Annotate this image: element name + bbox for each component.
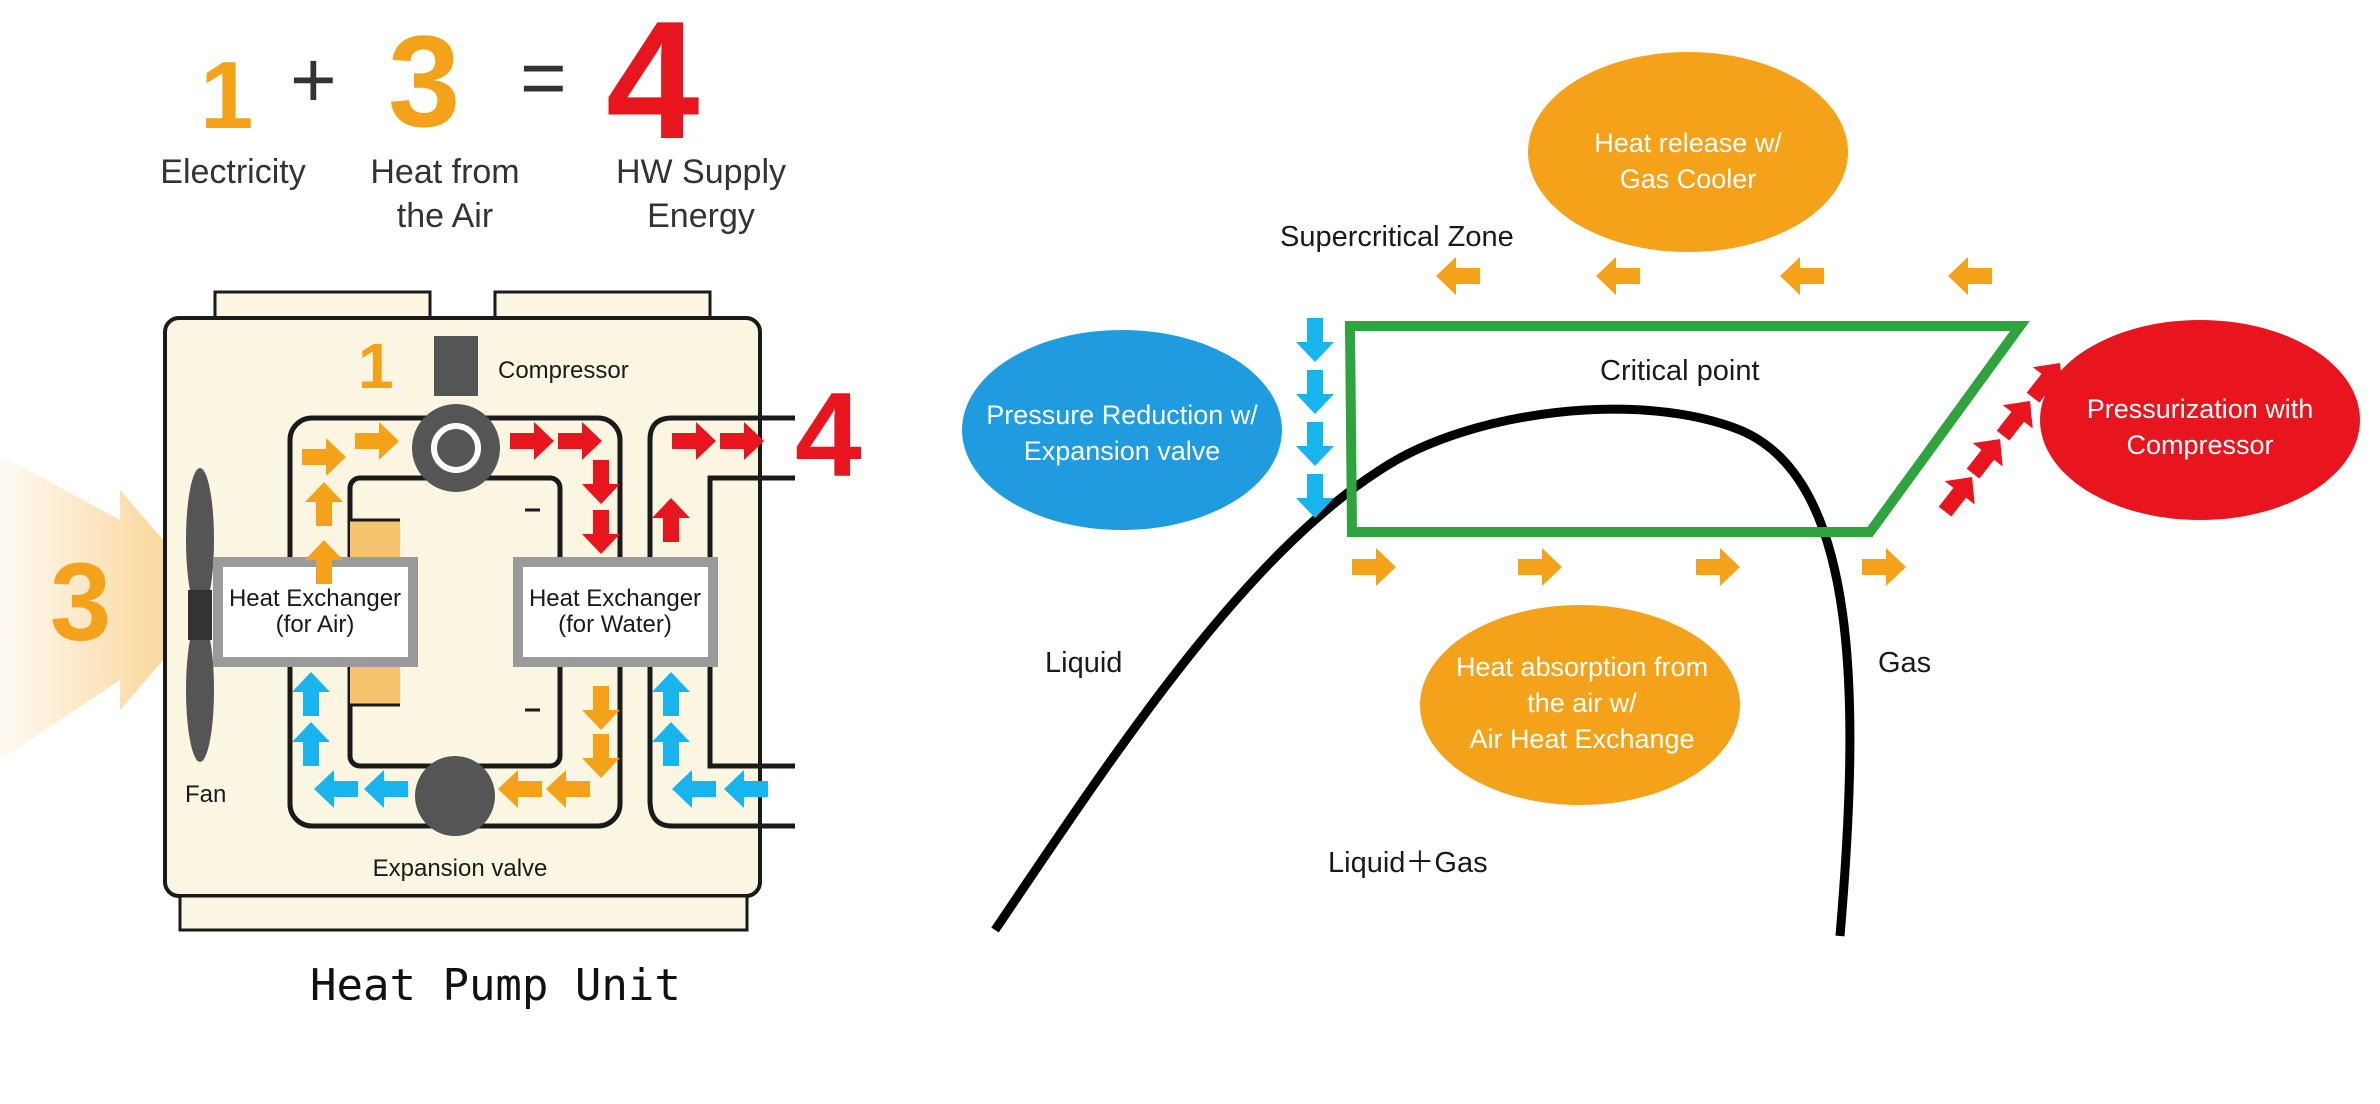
saturation-dome-curve xyxy=(991,404,1855,937)
gas-label: Gas xyxy=(1878,647,1931,679)
air-inflow-shape xyxy=(0,455,215,760)
expansion-valve-icon xyxy=(415,756,495,836)
heat-release-arrows xyxy=(1436,257,1992,295)
hx-air-label-line1: Heat Exchanger xyxy=(229,585,401,612)
unit-base xyxy=(178,894,749,932)
hx-water-box xyxy=(513,557,718,667)
compressor-icon xyxy=(412,404,500,492)
label-heat-from-air: Heat from the Air xyxy=(370,153,520,235)
input-number: 3 xyxy=(50,541,111,664)
critical-point-label: Critical point xyxy=(1600,355,1760,387)
label-hw-supply-energy: HW Supply Energy xyxy=(615,153,787,235)
fan-blade-top xyxy=(186,468,214,612)
pressurization-text-line2: Compressor xyxy=(2126,430,2273,460)
heat-absorption-bubble xyxy=(1420,605,1740,805)
pressure-reduction-arrows xyxy=(1296,318,1334,518)
equation-term-electricity: 1 xyxy=(200,42,254,149)
heat-absorption-arrows xyxy=(1352,548,1906,586)
fan-label: Fan xyxy=(185,781,226,808)
heat-absorption-text-line3: Air Heat Exchange xyxy=(1469,724,1694,754)
equation-term-air-heat: 3 xyxy=(388,8,461,154)
label-electricity: Electricity xyxy=(160,153,306,191)
heat-absorption-text-line1: Heat absorption from xyxy=(1456,652,1708,682)
expansion-valve-label: Expansion valve xyxy=(373,855,548,882)
pressure-reduction-text-line2: Expansion valve xyxy=(1024,436,1221,466)
air-hx-fins-bottom xyxy=(350,665,400,705)
equals-sign: = xyxy=(520,33,567,122)
hx-water-label-line1: Heat Exchanger xyxy=(529,585,701,612)
pressurization-text-line1: Pressurization with xyxy=(2087,394,2314,424)
equation-result-hw-supply: 4 xyxy=(606,0,700,174)
heat-pump-unit: 1 Compressor 4 3 Heat Exchanger (for Air… xyxy=(0,290,862,932)
pressurization-bubble xyxy=(2040,320,2360,520)
compressor-number: 1 xyxy=(358,330,394,402)
hx-water-label-line2: (for Water) xyxy=(558,611,672,638)
liquid-gas-label: Liquid＋Gas xyxy=(1328,847,1488,879)
hx-air-label-line2: (for Air) xyxy=(276,611,355,638)
compressor-label: Compressor xyxy=(498,357,629,384)
pressure-reduction-text-line1: Pressure Reduction w/ xyxy=(986,400,1258,430)
cycle-path xyxy=(1344,321,2030,537)
heat-release-text-line2: Gas Cooler xyxy=(1620,164,1757,194)
hx-air-box xyxy=(213,557,418,667)
heat-pump-unit-caption: Heat Pump Unit xyxy=(310,960,681,1011)
unit-top-lid-right xyxy=(493,290,712,322)
air-hx-fins-top xyxy=(350,520,400,560)
heat-release-bubble xyxy=(1528,52,1848,252)
output-number: 4 xyxy=(795,368,862,502)
unit-top-lid-left xyxy=(213,290,432,322)
supercritical-zone-label: Supercritical Zone xyxy=(1280,221,1514,253)
pressure-reduction-bubble xyxy=(962,330,1282,530)
fan-blade-bottom xyxy=(186,618,214,762)
co2-cycle-diagram: Heat release w/ Gas Cooler Pressure Redu… xyxy=(962,52,2360,937)
fan-hub xyxy=(188,590,212,640)
heat-release-text-line1: Heat release w/ xyxy=(1594,128,1782,158)
heat-absorption-text-line2: the air w/ xyxy=(1527,688,1637,718)
compressor-body-top xyxy=(434,336,478,396)
plus-sign: + xyxy=(290,35,337,124)
liquid-label: Liquid xyxy=(1045,647,1122,679)
